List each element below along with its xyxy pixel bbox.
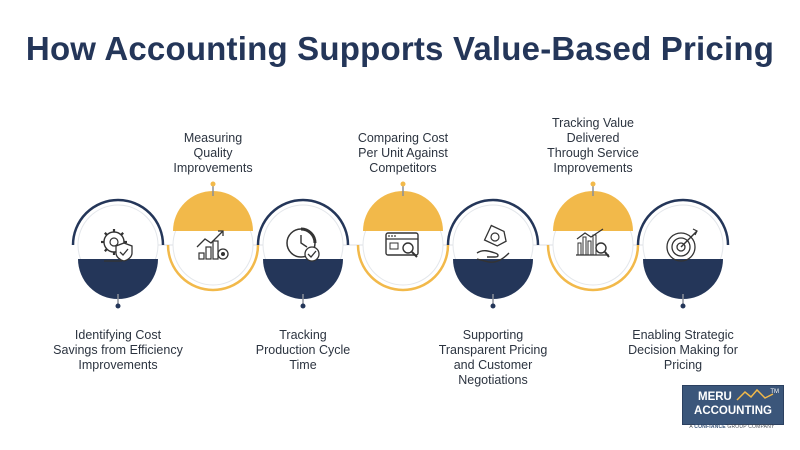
step-node-6 [546, 181, 640, 292]
node-cap [263, 259, 343, 299]
step-label-line: Improvements [173, 161, 253, 175]
node-cap [643, 259, 723, 299]
step-label-line: Time [289, 358, 317, 372]
logo-tagline: A CONFIANCE GROUP COMPANY [682, 424, 782, 430]
step-label-line: Pricing [663, 358, 703, 372]
step-label-line: Improvements [78, 358, 158, 372]
node-cap [553, 191, 633, 231]
gear-shield-icon [101, 229, 133, 262]
step-label-line: Measuring [183, 131, 243, 145]
node-cap [173, 191, 253, 231]
node-ring [256, 198, 350, 246]
hand-price-tag-icon [476, 224, 510, 263]
step-label-line: Decision Making for [628, 343, 738, 357]
logo-name-line1: MERU [698, 391, 732, 403]
logo-name-line2: ACCOUNTING [694, 405, 772, 417]
node-ring [446, 198, 540, 246]
clock-check-icon [286, 227, 320, 262]
node-cap [363, 191, 443, 231]
step-node-1 [71, 198, 165, 309]
bar-chart-magnifier-icon [576, 228, 610, 258]
node-dot [210, 181, 216, 187]
node-dot [680, 303, 686, 309]
node-ring [71, 198, 165, 246]
step-label-line: Enabling Strategic [632, 328, 734, 342]
step-node-5 [446, 198, 540, 309]
target-arrow-icon [666, 228, 698, 262]
step-label-line: Per Unit Against [358, 146, 448, 160]
tagline-suffix: GROUP COMPANY [727, 424, 775, 430]
growth-chart-gear-icon [196, 230, 229, 260]
node-dot [115, 303, 121, 309]
tagline-brand: CONFIANCE [694, 424, 726, 430]
node-ring [356, 244, 450, 292]
step-label-line: Delivered [566, 131, 620, 145]
logo-trademark: TM [770, 389, 779, 395]
step-label-line: and Customer [453, 358, 533, 372]
step-label-line: Transparent Pricing [438, 343, 548, 357]
step-node-2 [166, 181, 260, 292]
step-label-line: Quality [193, 146, 233, 160]
step-label-line: Tracking [279, 328, 327, 342]
node-cap [453, 259, 533, 299]
node-ring [636, 198, 730, 246]
step-label-line: Improvements [553, 161, 633, 175]
browser-search-icon [385, 232, 419, 258]
step-node-4 [356, 181, 450, 292]
company-logo: MERU TM ACCOUNTING [682, 385, 784, 425]
node-dot [490, 303, 496, 309]
step-label-line: Through Service [547, 146, 639, 160]
step-label-line: Production Cycle [255, 343, 351, 357]
node-dot [400, 181, 406, 187]
step-label-line: Tracking Value [552, 116, 634, 130]
node-dot [590, 181, 596, 187]
mountain-logo-mark [736, 388, 774, 401]
node-ring [546, 244, 640, 292]
step-label-line: Competitors [369, 161, 437, 175]
step-node-7 [636, 198, 730, 309]
step-node-3 [256, 198, 350, 309]
step-label-line: Comparing Cost [357, 131, 449, 145]
page-title: How Accounting Supports Value-Based Pric… [25, 30, 775, 67]
step-label-line: Supporting [462, 328, 524, 342]
node-dot [300, 303, 306, 309]
node-ring [166, 244, 260, 292]
node-cap [78, 259, 158, 299]
step-label-line: Identifying Cost [74, 328, 162, 342]
step-label-line: Savings from Efficiency [53, 343, 183, 357]
step-label-line: Negotiations [458, 373, 528, 387]
tagline-prefix: A [689, 424, 693, 430]
